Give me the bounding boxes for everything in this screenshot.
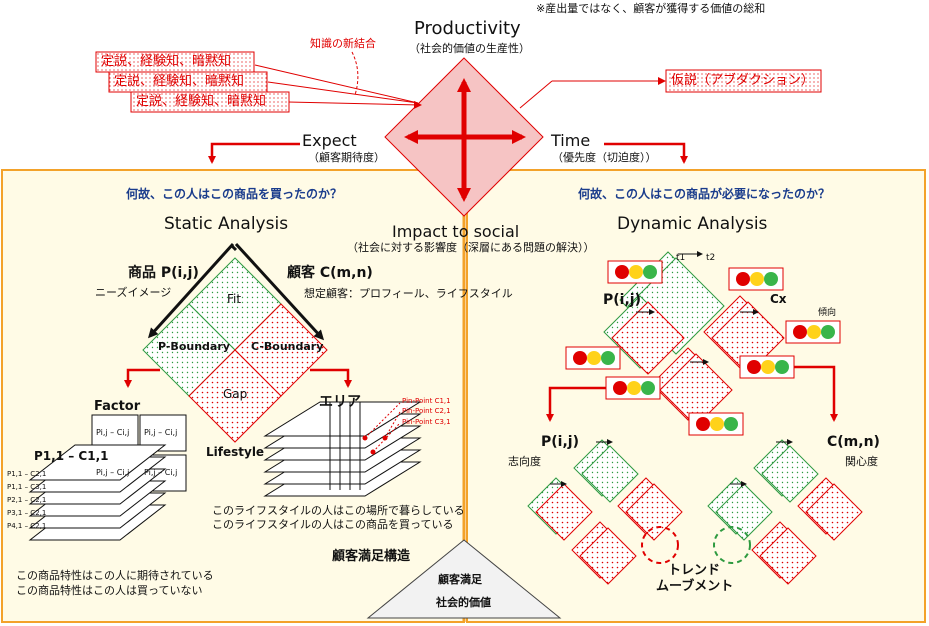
dynamic-p-arrow [546,386,614,422]
knowledge-tag-2: 定説、経験知、暗黙知 [114,74,245,89]
lower-p-label: P(i,j) [541,434,579,450]
dynamic-cx-label: Cx [770,292,787,306]
traffic-light-1 [607,260,663,284]
lifestyle-stack [263,401,422,497]
lower-right-cluster [707,439,863,585]
dynamic-small-arrows [636,251,759,365]
knowledge-tag-3-box [130,91,290,113]
expect-sublabel: （顧客期待度） [308,151,385,164]
triangle-bottom-label: 社会的価値 [436,596,491,609]
hypothesis-label: 仮説（アブダクション） [671,73,815,88]
knowledge-line-1 [254,64,419,104]
impact-title: Impact to social [392,222,520,241]
impact-sublabel: （社会に対する影響度（深層にある問題の解決）） [347,241,595,254]
gap-diamond [188,349,282,443]
factor-label: Factor [94,399,141,414]
lifestyle-line-1: このライフスタイルの人はこの場所で暮らしている [212,504,465,517]
trend-label: 傾向 [818,308,837,318]
factor-row-4: P3,1 – C2,1 [7,509,47,517]
product-label: 商品 P(i,j) [128,265,199,281]
factor-cell-text-3: Pi,j – Ci,j [96,468,130,477]
expect-arrow [208,142,300,164]
dynamic-question: 何故、この人はこの商品が必要になったのか？ [578,187,831,201]
pair-label: P1,1 – C1,1 [34,449,109,463]
dynamic-diamonds [603,251,785,427]
lifestyle-line-2: このライフスタイルの人はこの商品を買っている [212,518,454,531]
area-lines [329,402,361,490]
factor-cell-text-1: Pi,j – Ci,j [96,428,130,437]
traffic-light-6 [605,376,661,400]
customer-axis-arrow [234,242,325,341]
knowledge-label: 知識の新結合 [310,37,376,50]
factor-cell-text-2: Pi,j – Ci,j [144,428,178,437]
axis-join [230,244,238,252]
area-arrow [310,368,352,388]
static-title: Static Analysis [164,214,289,234]
customer-sublabel: 想定顧客：プロフィール、ライフスタイル [304,287,513,300]
p-boundary-label: P-Boundary [158,340,230,353]
time-arrow [604,142,688,164]
lower-left-cluster [527,439,683,585]
pinpoint-3: Pin-Point C3,1 [402,418,451,426]
page-subtitle: （社会的価値の生産性） [409,42,530,55]
factor-row-3: P2,1 – C2,1 [7,496,47,504]
knowledge-curve [351,51,359,96]
knowledge-tag-3: 定説、経験知、暗黙知 [136,94,267,109]
lower-c-label: C(m,n) [827,434,880,450]
traffic-light-7 [688,412,744,436]
time-sublabel: （優先度（切迫度）） [552,151,657,164]
pinpoint-2: Pin-Point C2,1 [402,407,451,415]
factor-arrow [124,368,160,388]
static-question: 何故、この人はこの商品を買ったのか？ [126,187,343,201]
fit-label: Fit [227,292,242,306]
product-axis-arrow [147,242,235,339]
trend-cycle-red [641,526,679,564]
knowledge-tag-1: 定説、経験知、暗黙知 [101,54,232,69]
hypothesis-line-a [519,80,553,109]
traffic-light-3 [785,320,841,344]
t1-label: t1 [676,253,686,263]
trend-text-1: トレンド [668,563,721,578]
lifestyle-label: Lifestyle [206,445,265,459]
traffic-light-2 [728,267,784,291]
traffic-light-5 [739,355,795,379]
area-label: エリア [319,394,361,410]
c-boundary-label: C-Boundary [251,340,324,353]
knowledge-line-3 [287,100,422,109]
header-note: ※産出量ではなく、顧客が獲得する価値の総和 [536,2,766,15]
customer-label: 顧客 C(m,n) [287,265,373,281]
structure-label: 顧客満足構造 [332,549,411,564]
knowledge-line-2 [267,81,419,104]
lower-small-arrows [550,439,793,487]
satisfaction-triangle [366,539,562,619]
time-label: Time [551,131,591,150]
triangle-top-label: 顧客満足 [438,573,482,586]
dynamic-title: Dynamic Analysis [617,214,768,234]
factor-line-2: この商品特性はこの人は買っていない [16,584,203,597]
factor-row-5: P4,1 – C2,1 [7,522,47,530]
lower-p-sublabel: 志向度 [508,455,541,468]
factor-row-1: P1,1 – C2,1 [7,470,47,478]
gap-label: Gap [223,387,248,401]
expect-label: Expect [302,131,357,150]
page-title: Productivity [414,18,521,39]
dynamic-p-label: P(i,j) [603,292,641,308]
lower-c-sublabel: 関心度 [845,455,878,468]
factor-line-1: この商品特性はこの人に期待されている [16,569,214,582]
hypothesis-box [665,69,822,93]
factor-row-2: P1,1 – C3,1 [7,483,47,491]
pinpoint-1: Pin-Point C1,1 [402,397,451,405]
product-sublabel: ニーズイメージ [95,286,172,299]
trend-cycle-green [713,526,751,564]
factor-stack [28,444,167,541]
pinpoints [362,402,401,455]
trend-text-2: ムーブメント [656,579,734,594]
traffic-light-4 [565,346,621,370]
factor-cell-text-4: Pi,j – Ci,j [144,468,178,477]
t2-label: t2 [706,253,716,263]
